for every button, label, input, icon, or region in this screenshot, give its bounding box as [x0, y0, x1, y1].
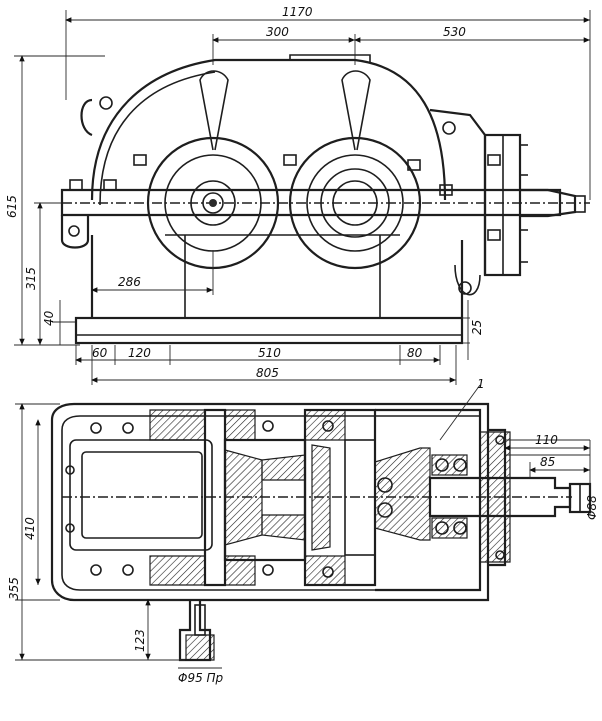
callout-1: 1 [477, 377, 485, 391]
dim-60: 60 [92, 346, 108, 360]
plan-bolts [65, 420, 505, 578]
dim-805: 805 [256, 366, 279, 380]
dim-300: 300 [266, 25, 289, 39]
dim-120: 120 [128, 346, 151, 360]
dim-1170: 1170 [282, 5, 313, 19]
dim-40: 40 [42, 310, 56, 326]
dim-286: 286 [118, 275, 141, 289]
dim-85: 85 [540, 455, 555, 469]
dim-110: 110 [535, 433, 558, 447]
dim-615: 615 [5, 195, 19, 218]
flange-bolts [69, 154, 501, 241]
bottom-dimensions [75, 250, 470, 385]
left-dimensions [14, 55, 105, 346]
elevation-view: 1170 300 530 615 315 40 [5, 5, 591, 385]
dim-355: 355 [7, 577, 21, 600]
gear-left [146, 136, 280, 270]
dim-25: 25 [470, 320, 484, 335]
plan-view: 1 110 85 Φ88 410 355 123 Φ95 Пр [7, 377, 599, 685]
dim-410: 410 [23, 517, 37, 540]
dim-dia-95: Φ95 Пр [178, 671, 224, 685]
housing-outline [60, 54, 590, 345]
gear-right [288, 136, 422, 270]
dim-510: 510 [258, 346, 281, 360]
dim-530: 530 [443, 25, 466, 39]
plan-dimensions [15, 403, 591, 669]
dim-dia-88: Φ88 [585, 495, 599, 520]
dim-123: 123 [133, 629, 147, 652]
bearings [377, 454, 468, 539]
dim-80: 80 [407, 346, 423, 360]
top-dimensions [65, 10, 591, 200]
dim-315: 315 [24, 267, 38, 290]
